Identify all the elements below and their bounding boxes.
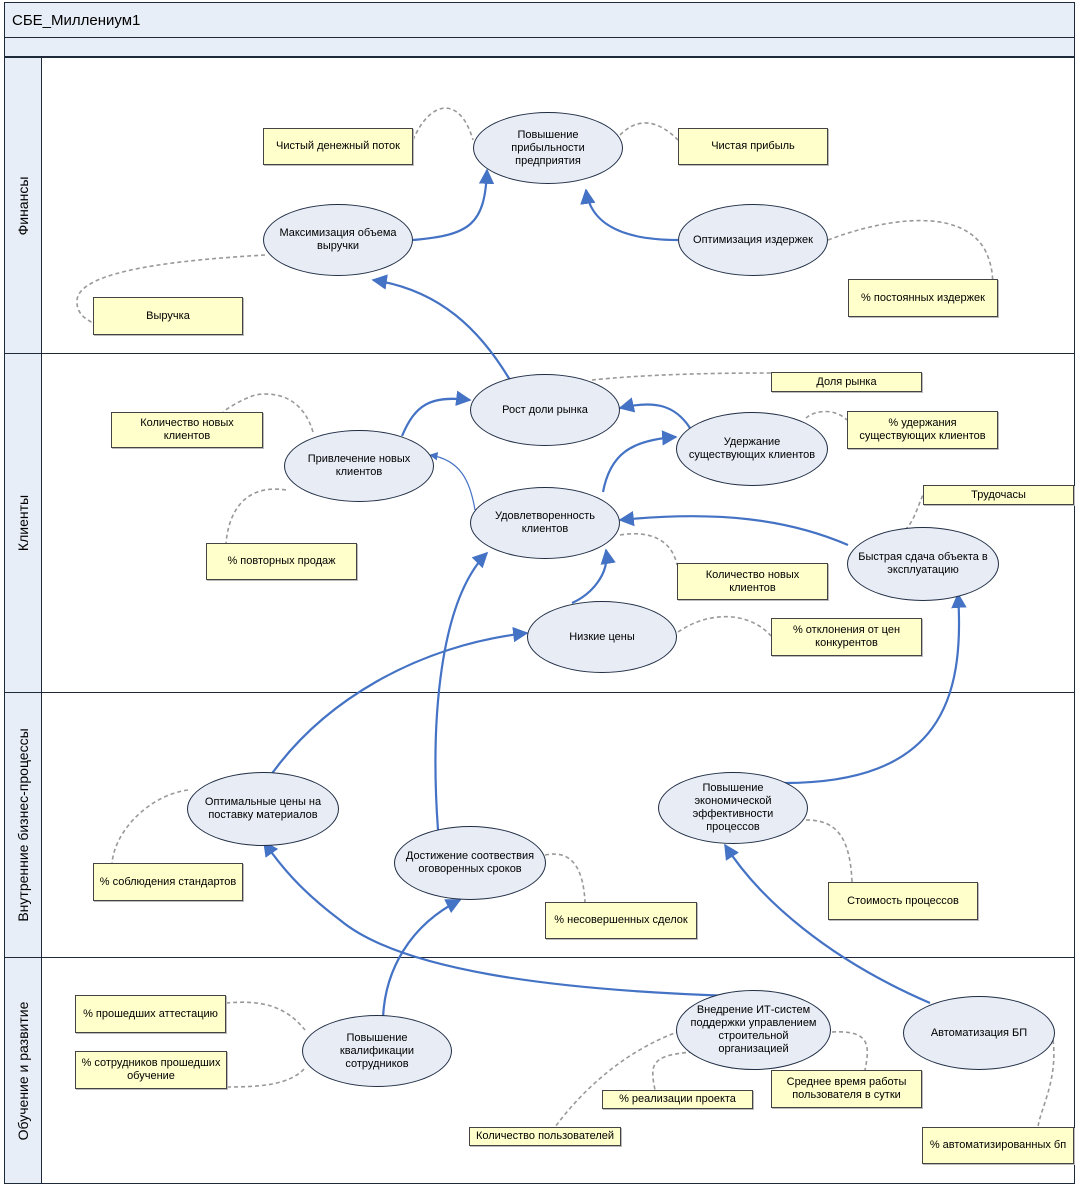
kpi-link-failed-deals — [544, 853, 586, 903]
kpi-standards-compliance[interactable]: % соблюдения стандартов — [93, 863, 243, 901]
arrow-automation-to-efficiency — [724, 843, 931, 1005]
header-strip — [4, 38, 1075, 57]
kpi-link-retention — [805, 410, 848, 421]
kpi-link-fixed-costs — [827, 219, 994, 291]
lane-header-processes: Внутренние бизнес-процессы — [5, 693, 42, 957]
kpi-avg-work-time[interactable]: Среднее время работы пользователя в сутк… — [771, 1070, 922, 1108]
goal-optimal-material-prices[interactable]: Оптимальные цены на поставку материалов — [187, 772, 339, 846]
arrow-deadlines-to-satisfaction — [434, 551, 489, 831]
kpi-link-work-hours — [904, 494, 924, 531]
kpi-user-count[interactable]: Количество пользователей — [469, 1127, 621, 1146]
kpi-link-attestation — [225, 1001, 306, 1031]
kpi-link-market-share — [591, 372, 772, 381]
kpi-link-price-deviation — [677, 615, 772, 637]
kpi-market-share[interactable]: Доля рынка — [771, 372, 922, 392]
kpi-revenue[interactable]: Выручка — [93, 297, 243, 335]
kpi-link-repeat-sales — [225, 488, 287, 544]
goal-attract-clients[interactable]: Привлечение новых клиентов — [284, 430, 434, 502]
goal-bp-automation[interactable]: Автоматизация БП — [903, 996, 1055, 1070]
arrow-retain-to-share — [618, 397, 691, 429]
arrow-delivery-to-satisfaction — [618, 510, 849, 547]
goal-client-satisfaction[interactable]: Удовлетворенность клиентов — [470, 487, 620, 559]
kpi-cash-flow[interactable]: Чистый денежный поток — [263, 128, 413, 165]
kpi-link-net-profit — [619, 122, 679, 141]
goal-low-prices[interactable]: Низкие цены — [527, 601, 677, 673]
kpi-link-process-cost — [805, 819, 853, 883]
arrow-it-to-optimal — [263, 840, 734, 998]
goal-staff-qualification[interactable]: Повышение квалификации сотрудников — [302, 1015, 452, 1087]
kpi-link-cash-flow — [412, 107, 474, 141]
arrow-lowprices-to-satisfaction — [571, 548, 616, 605]
kpi-link-new-clients-1 — [222, 393, 314, 433]
lane-header-finance: Финансы — [5, 58, 42, 353]
kpi-attestation[interactable]: % прошедших аттестацию — [75, 995, 226, 1033]
goal-process-efficiency[interactable]: Повышение экономической эффективности пр… — [658, 772, 808, 844]
goal-fast-delivery[interactable]: Быстрая сдача объекта в эксплуатацию — [847, 527, 999, 601]
kpi-new-clients-count[interactable]: Количество новых клиентов — [677, 563, 828, 600]
diagram-title: СБЕ_Миллениум1 — [12, 12, 141, 29]
kpi-process-cost[interactable]: Стоимость процессов — [828, 882, 978, 920]
arrow-attract-to-share — [400, 390, 472, 437]
arrow-satisfaction-to-attract — [429, 452, 476, 511]
kpi-retention-rate[interactable]: % удержания существующих клиентов — [847, 411, 998, 449]
goal-profitability[interactable]: Повышение прибыльности предприятия — [473, 112, 623, 184]
lane-header-clients: Клиенты — [5, 354, 42, 692]
kpi-repeat-sales[interactable]: % повторных продаж — [206, 543, 357, 580]
arrow-optimal-to-lowprices — [263, 626, 529, 786]
arrow-efficiency-to-delivery — [783, 592, 967, 785]
arrow-qualification-to-deadlines — [381, 899, 462, 1019]
kpi-new-clients[interactable]: Количество новых клиентов — [111, 412, 263, 448]
kpi-link-trained-staff — [226, 1067, 306, 1088]
cause-effect-arrows — [263, 168, 967, 1019]
kpi-link-project-realization — [652, 1051, 694, 1091]
kpi-fixed-costs[interactable]: % постоянных издержек — [848, 279, 998, 317]
goal-deadline-compliance[interactable]: Достижение соотвествия оговоренных сроко… — [394, 826, 546, 900]
arrow-costs-to-profit — [580, 188, 679, 242]
kpi-link-new-clients-2 — [619, 533, 678, 566]
lane-header-learning: Обучение и развитие — [5, 958, 42, 1183]
arrow-revenue-to-profit — [412, 168, 495, 242]
goal-cost-optimization[interactable]: Оптимизация издержек — [678, 204, 828, 276]
arrow-satisfaction-to-retain — [601, 430, 678, 493]
kpi-link-avg-work-time — [831, 1031, 869, 1071]
title-bar: СБЕ_Миллениум1 — [4, 2, 1075, 38]
kpi-link-standards — [111, 789, 189, 864]
arrow-share-to-revenue — [371, 274, 511, 381]
goal-market-share[interactable]: Рост доли рынка — [470, 374, 620, 446]
kpi-net-profit[interactable]: Чистая прибыль — [678, 128, 828, 165]
goal-retain-clients[interactable]: Удержание существующих клиентов — [676, 412, 828, 486]
goal-it-systems[interactable]: Внедрение ИТ-систем поддержки управление… — [676, 990, 831, 1070]
kpi-project-realization[interactable]: % реализации проекта — [602, 1090, 753, 1109]
kpi-link-revenue — [76, 254, 266, 324]
kpi-link-automated-bp — [1037, 1039, 1055, 1128]
kpi-work-hours[interactable]: Трудочасы — [923, 485, 1074, 505]
kpi-automated-bp[interactable]: % автоматизированных бп — [922, 1127, 1074, 1164]
kpi-trained-staff[interactable]: % сотрудников прошедших обучение — [75, 1051, 227, 1089]
kpi-price-deviation[interactable]: % отклонения от цен конкурентов — [771, 618, 922, 656]
kpi-links — [76, 107, 1055, 1128]
kpi-failed-deals[interactable]: % несовершенных сделок — [545, 902, 697, 939]
goal-revenue-max[interactable]: Максимизация объема выручки — [263, 204, 413, 276]
